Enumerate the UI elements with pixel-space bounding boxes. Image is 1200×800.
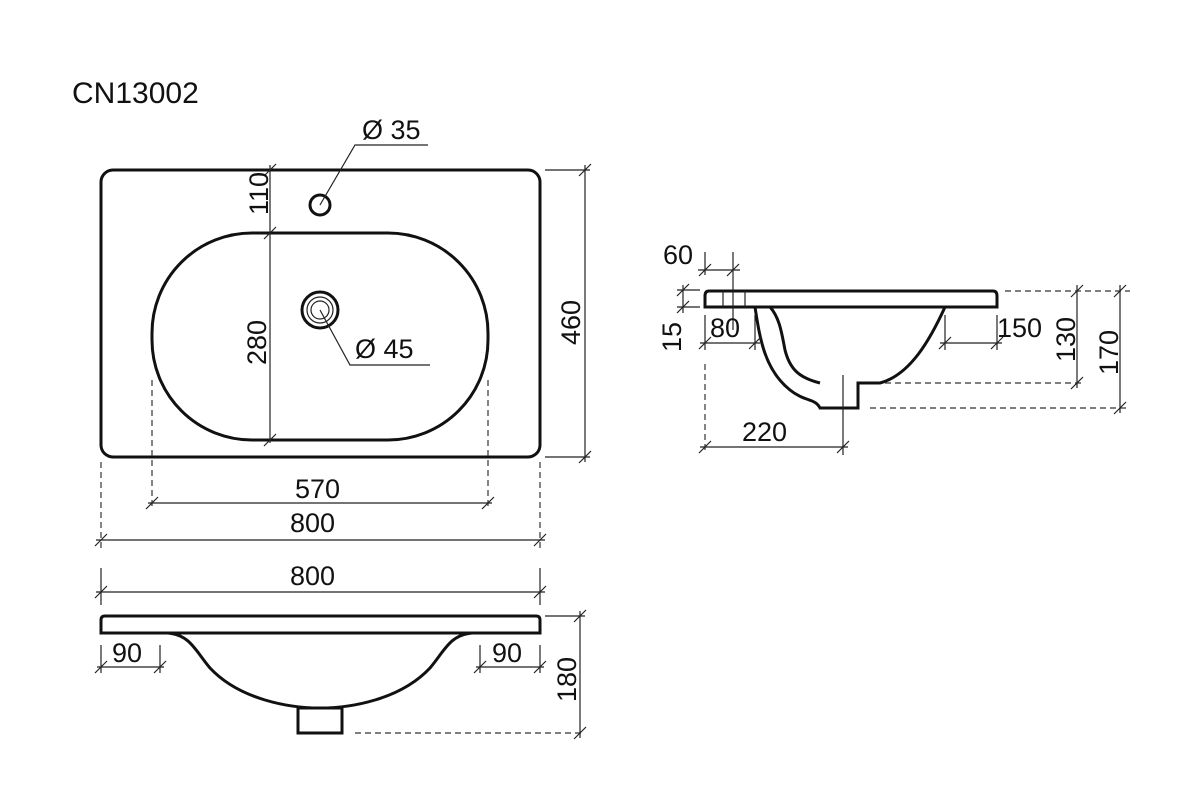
dim-90-right: 90 <box>492 638 522 668</box>
dim-570: 570 <box>295 474 340 504</box>
front-drain <box>296 706 344 735</box>
top-view: Ø 35 Ø 45 110 280 460 570 800 <box>94 115 592 548</box>
front-slab <box>99 614 542 635</box>
dim-460: 460 <box>556 300 586 345</box>
faucet-hole <box>308 193 332 217</box>
dim-60: 60 <box>663 240 693 270</box>
dim-130: 130 <box>1051 317 1081 362</box>
dim-90-left: 90 <box>112 638 142 668</box>
bowl-outline <box>150 231 490 442</box>
dim-80: 80 <box>710 313 740 343</box>
dim-280: 280 <box>242 320 272 365</box>
dim-110: 110 <box>244 172 274 215</box>
front-view: 800 90 90 180 <box>94 561 587 740</box>
basin-outline <box>99 168 542 459</box>
dim-220: 220 <box>742 417 787 447</box>
front-bowl <box>167 631 473 710</box>
dim-800-top: 800 <box>290 508 335 538</box>
model-title: CN13002 <box>72 77 199 110</box>
dim-15: 15 <box>657 322 687 352</box>
side-slab <box>703 289 999 309</box>
side-bowl-inner <box>768 305 821 385</box>
drain-hole-label: Ø 45 <box>355 334 414 364</box>
drain-hole <box>300 290 340 330</box>
faucet-hole-label: Ø 35 <box>362 115 421 145</box>
side-bowl <box>753 306 947 410</box>
dim-800-front: 800 <box>290 561 335 591</box>
dim-170: 170 <box>1094 330 1124 375</box>
dim-180: 180 <box>552 657 582 702</box>
side-view: 60 15 80 150 130 170 220 <box>657 240 1130 455</box>
dim-150: 150 <box>997 313 1042 343</box>
